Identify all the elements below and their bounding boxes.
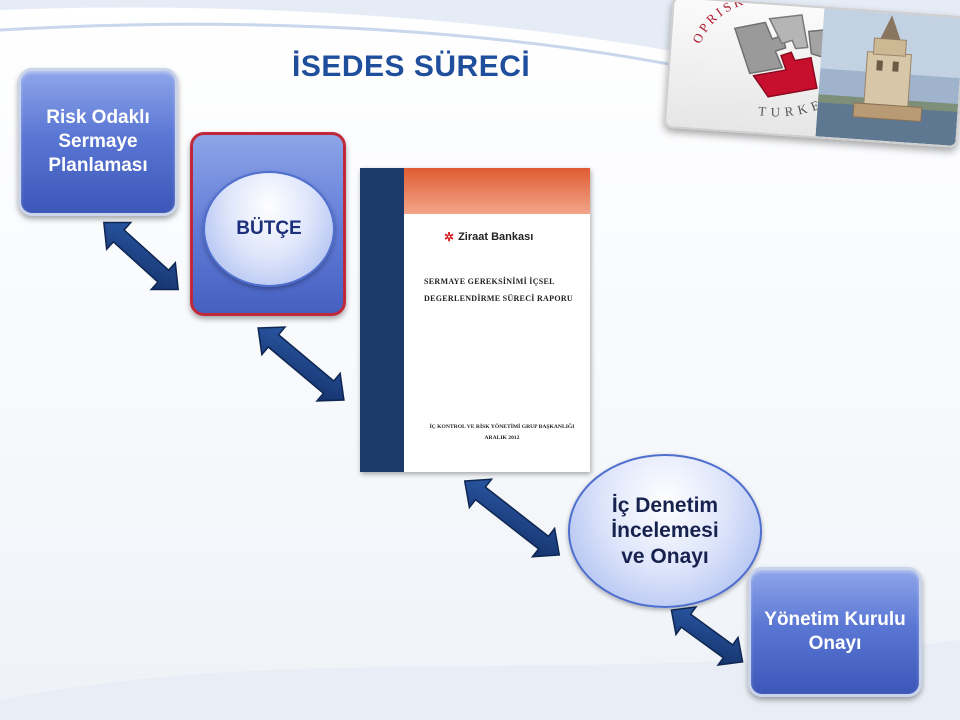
report-header-band — [404, 168, 590, 214]
report-title-line-2: DEGERLENDİRME SÜRECİ RAPORU — [424, 293, 574, 303]
page-title: İSEDES SÜRECİ — [292, 50, 531, 83]
bank-logo: ✲ Ziraat Bankası — [444, 230, 533, 244]
board-line-2: Onayı — [808, 633, 862, 654]
report-department: İÇ KONTROL VE RİSK YÖNETİMİ GRUP BAŞKANL… — [429, 424, 575, 430]
audit-line-1: İç Denetim — [611, 494, 719, 518]
budget-label: BÜTÇE — [236, 218, 302, 239]
board-line-1: Yönetim Kurulu — [764, 609, 906, 631]
bank-name: Ziraat Bankası — [458, 231, 534, 243]
audit-line-2: İncelemesi — [611, 519, 719, 543]
report-title-line-1: SERMAYE GEREKSİNİMİ İÇSEL — [424, 277, 555, 286]
internal-audit-ellipse: İç Denetim İncelemesi ve Onayı — [568, 454, 762, 608]
report-cover-image: ✲ Ziraat Bankası SERMAYE GEREKSİNİMİ İÇS… — [360, 168, 590, 472]
maiden-tower-picture — [815, 8, 960, 146]
board-approval-box: Yönetim Kurulu Onayı — [748, 567, 922, 697]
risk-box-line-2: Sermaye — [58, 131, 138, 153]
report-spine — [360, 168, 404, 472]
wheat-icon: ✲ — [444, 230, 455, 244]
oprisk-turkey-logo: OPRISK TURKEY — [663, 0, 960, 149]
report-title: SERMAYE GEREKSİNİMİ İÇSEL DEGERLENDİRME … — [424, 274, 588, 308]
risk-box-line-1: Risk Odaklı — [46, 107, 150, 129]
budget-box: BÜTÇE — [190, 132, 346, 316]
risk-box-line-3: Planlaması — [48, 154, 148, 176]
budget-ellipse: BÜTÇE — [203, 171, 335, 287]
risk-capital-planning-box: Risk Odaklı Sermaye Planlaması — [18, 68, 178, 216]
audit-line-3: ve Onayı — [621, 544, 709, 568]
report-date: ARALIK 2012 — [484, 434, 520, 441]
report-footer: İÇ KONTROL VE RİSK YÖNETİMİ GRUP BAŞKANL… — [414, 422, 590, 443]
